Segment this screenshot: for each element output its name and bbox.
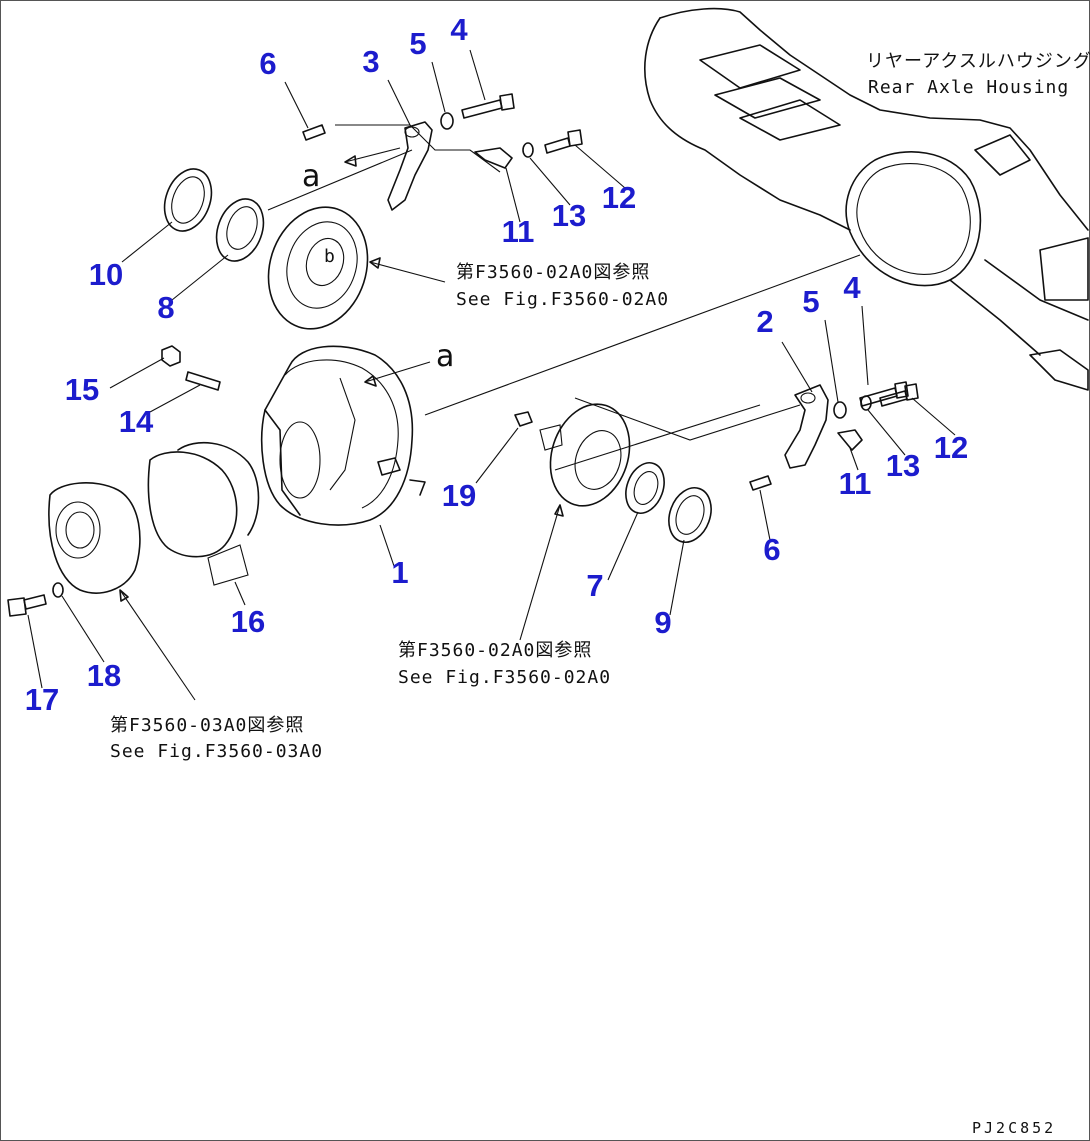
callout-6-8: 6 (763, 532, 780, 567)
callout-5-5: 5 (409, 26, 426, 61)
bearing-part-7-inner (633, 471, 659, 505)
mark-b: b (324, 246, 336, 267)
bracket-part-2 (784, 384, 829, 469)
ref-upper-jp: 第F3560-02A0図参照 (456, 262, 650, 283)
bearing-part-8 (215, 198, 265, 262)
bracket-part-3 (387, 121, 433, 211)
callout-11-13: 11 (502, 214, 535, 249)
lower-axis-line (554, 404, 761, 471)
seal-part-9-inner (675, 495, 705, 535)
ref-lower-en: See Fig.F3560-03A0 (110, 741, 323, 762)
seal-part-9 (668, 487, 712, 543)
callout-6-7: 6 (259, 46, 276, 81)
housing-label-jp: リヤーアクスルハウジング (866, 51, 1090, 72)
axle-shaft-line (424, 254, 861, 416)
callout-4-4: 4 (843, 270, 861, 305)
callout-2-1: 2 (756, 304, 773, 339)
brake-disc-lower (539, 403, 631, 507)
end-cover-assembly (48, 482, 141, 594)
drawing-code: PJ2C852 (972, 1119, 1056, 1137)
washer-5-upper (440, 112, 454, 130)
hub-housing-part-1 (260, 345, 426, 526)
seal-part-10-inner (171, 176, 205, 224)
seal-part-10 (163, 168, 213, 232)
brake-disc-upper (267, 206, 369, 330)
leader-lines (27, 49, 956, 701)
shims-part-16 (147, 441, 260, 586)
callout-5-6: 5 (802, 284, 819, 319)
callout-12-16: 12 (934, 430, 968, 465)
mark-a-lower: a (436, 339, 454, 374)
callout-14-19: 14 (119, 404, 154, 439)
callout-4-3: 4 (450, 12, 468, 47)
callout-1-0: 1 (391, 555, 408, 590)
pin-axis-line (267, 149, 413, 211)
lower-leader-bracket (574, 397, 801, 441)
callout-16-21: 16 (231, 604, 265, 639)
callout-7-9: 7 (586, 568, 603, 603)
callout-11-14: 11 (839, 466, 872, 501)
ref-middle-en: See Fig.F3560-02A0 (398, 667, 611, 688)
upper-leader-bracket (335, 124, 501, 173)
ref-middle-jp: 第F3560-02A0図参照 (398, 640, 592, 661)
callout-15-20: 15 (65, 372, 99, 407)
callout-19-24: 19 (442, 478, 476, 513)
housing-label-en: Rear Axle Housing (868, 77, 1069, 98)
hardware-parts (7, 93, 919, 617)
ref-lower-jp: 第F3560-03A0図参照 (110, 715, 304, 736)
callout-8-10: 8 (157, 290, 174, 325)
callout-13-17: 13 (552, 198, 586, 233)
bearing-part-8-inner (226, 206, 258, 250)
callout-17-22: 17 (25, 682, 59, 717)
callout-13-18: 13 (886, 448, 920, 483)
callout-10-12: 10 (89, 257, 123, 292)
callout-12-15: 12 (602, 180, 636, 215)
callout-9-11: 9 (654, 605, 671, 640)
callout-18-23: 18 (87, 658, 121, 693)
callout-3-2: 3 (362, 44, 379, 79)
washer-5-lower (833, 401, 847, 419)
bearing-part-7 (625, 462, 665, 514)
mark-a-upper: a (302, 159, 320, 194)
rear-axle-housing (644, 7, 1089, 391)
ref-upper-en: See Fig.F3560-02A0 (456, 289, 669, 310)
